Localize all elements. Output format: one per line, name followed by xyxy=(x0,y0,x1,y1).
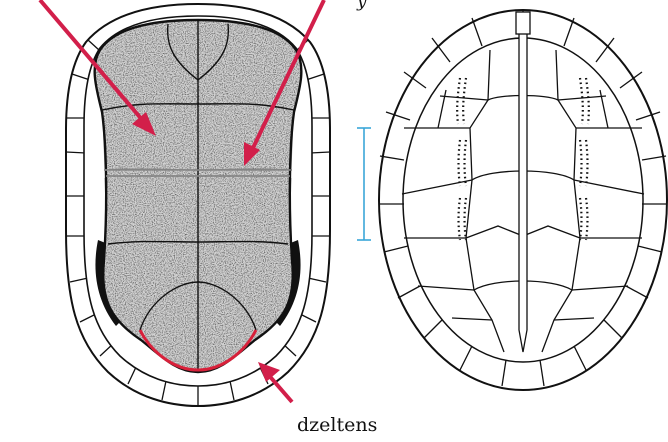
scale-bar-icon xyxy=(357,128,371,240)
carapace-nuchal xyxy=(516,12,530,34)
label-top-fragment: y xyxy=(357,0,367,12)
carapace-keel xyxy=(519,30,527,352)
turtle-carapace-icon xyxy=(379,10,667,390)
turtle-plastron-icon xyxy=(66,4,330,406)
label-dzeltens: dzeltens xyxy=(297,414,377,436)
